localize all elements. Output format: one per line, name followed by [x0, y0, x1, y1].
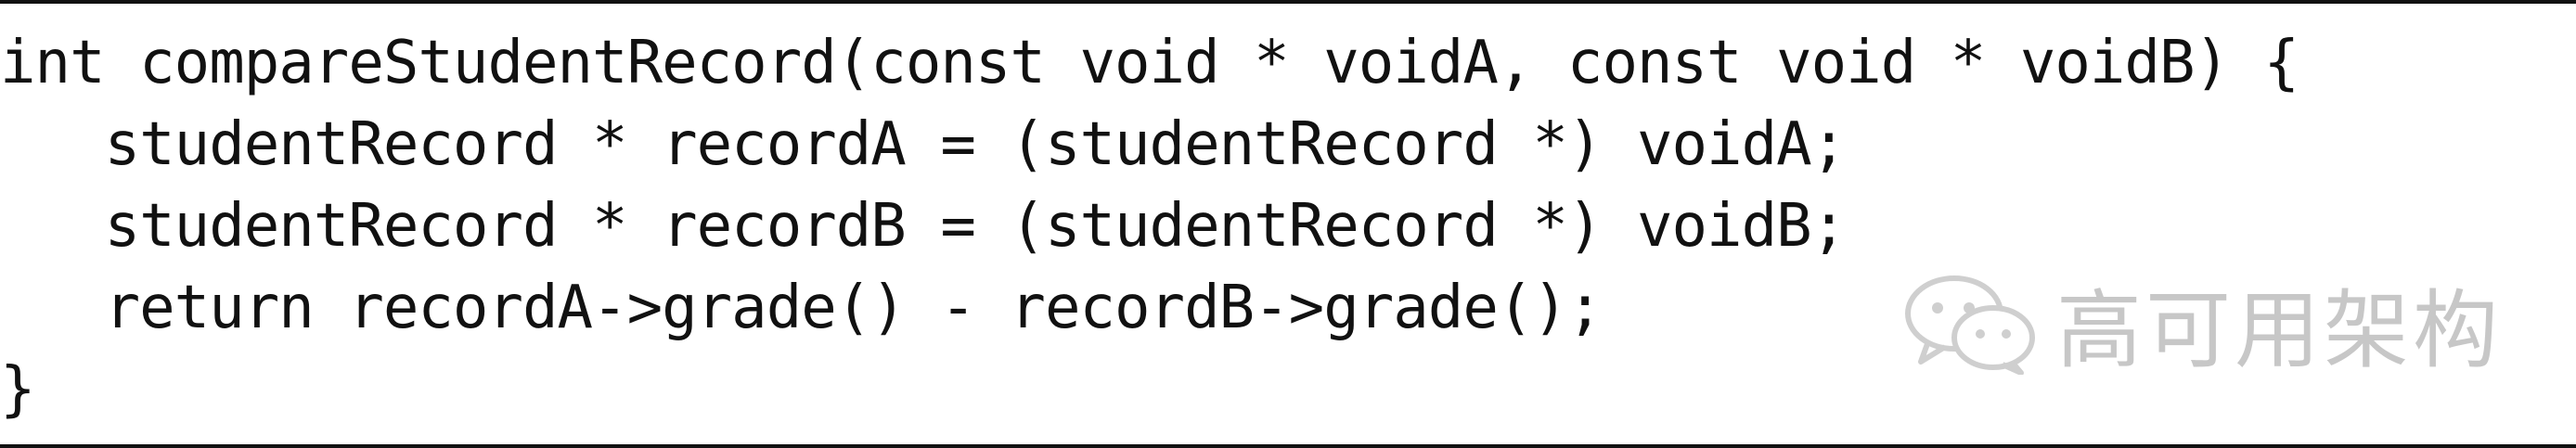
code-line-2: studentRecord * recordA = (studentRecord…	[0, 110, 1848, 179]
watermark: 高可用架构	[1900, 262, 2502, 385]
code-line-5: }	[0, 355, 36, 424]
wechat-icon	[1904, 275, 2035, 375]
code-line-1: int compareStudentRecord(const void * vo…	[0, 29, 2299, 97]
watermark-text: 高可用架构	[2055, 281, 2502, 380]
code-block: int compareStudentRecord(const void * vo…	[0, 22, 2299, 430]
code-line-4: return recordA->grade() - recordB->grade…	[0, 274, 1604, 342]
code-line-3: studentRecord * recordB = (studentRecord…	[0, 192, 1848, 261]
